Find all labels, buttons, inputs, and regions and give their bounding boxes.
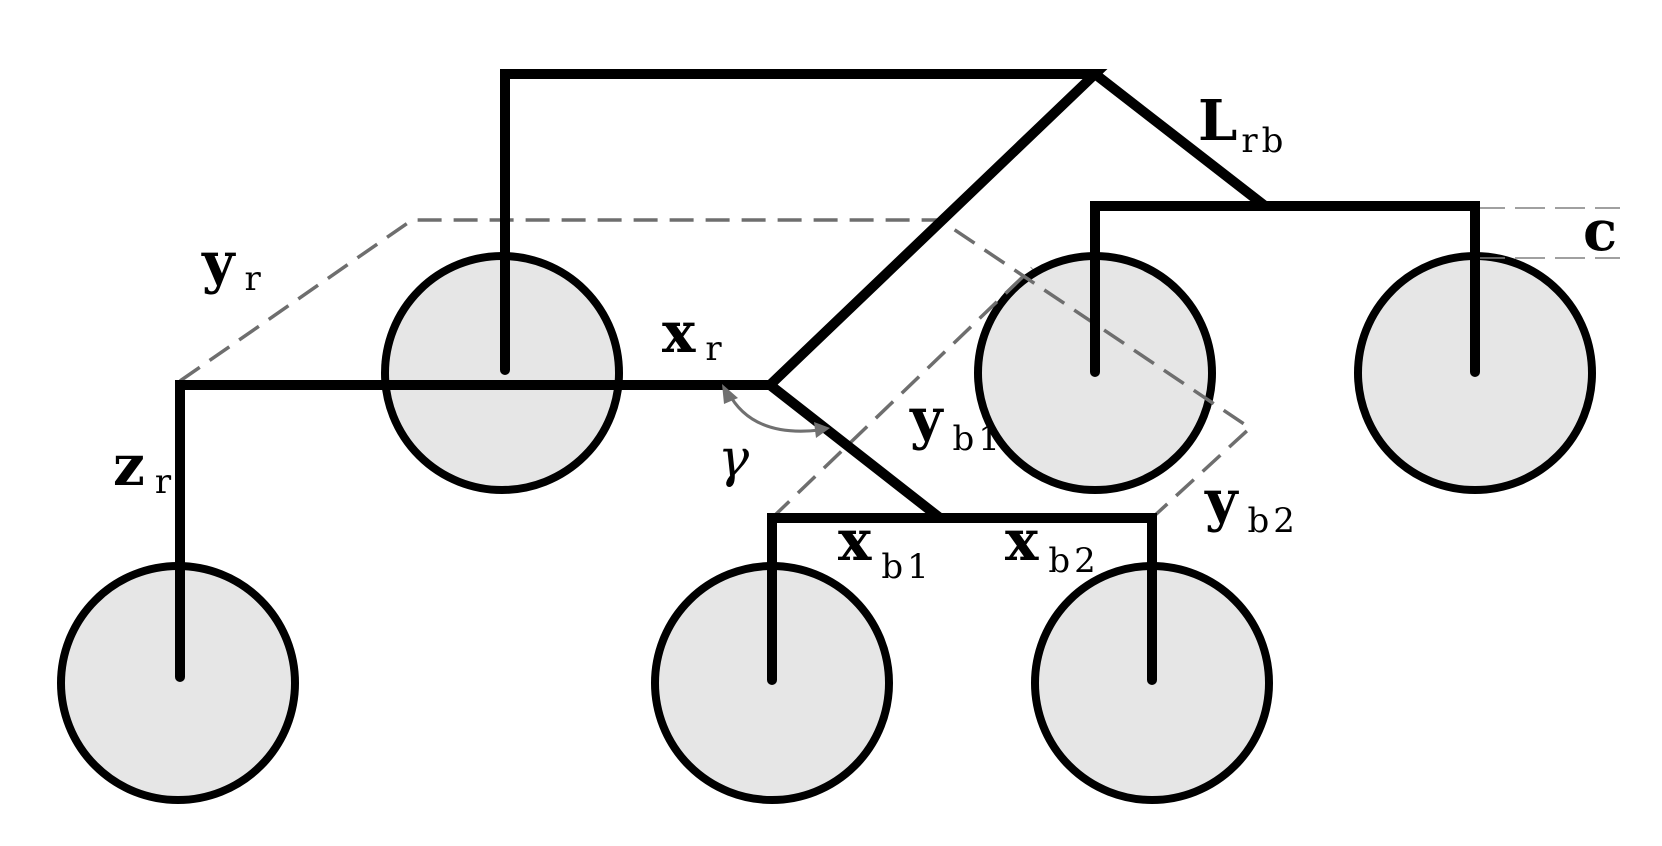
dashed-bogie-diagonal xyxy=(770,266,1034,520)
rear-top-frame xyxy=(500,69,1108,390)
label-gamma: γ xyxy=(718,429,750,489)
label-c: c xyxy=(1583,198,1617,264)
gamma-arrowhead-right xyxy=(814,422,830,438)
bogie2-frame xyxy=(1090,201,1480,377)
link-lrb xyxy=(1090,69,1270,211)
gamma-arc xyxy=(726,391,821,433)
bogie1-link xyxy=(765,380,945,523)
gamma-arrowhead-left xyxy=(722,384,738,404)
rear-frame xyxy=(175,380,775,682)
bogie1-frame xyxy=(767,513,1157,685)
